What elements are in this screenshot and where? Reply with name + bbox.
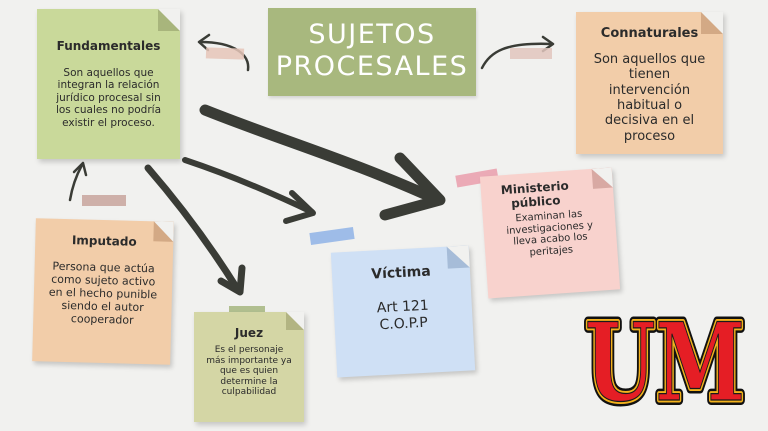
arrow-title-to-connaturales [480,42,554,70]
note-title-ministerio: Ministerio público [500,178,570,212]
logo-text-red: UM [585,300,745,414]
note-victima: Víctima Art 121 C.O.P.P [330,245,476,378]
tape-title-right [510,48,552,59]
tape-imputado [82,195,126,206]
arrow-head-victima [283,190,316,224]
note-body-connaturales: Son aquellos que tienen intervención hab… [593,52,706,144]
title-line-1: SUJETOS [308,19,436,50]
page-title: SUJETOS PROCESALES [268,8,476,96]
note-fold [701,12,723,34]
tape-title-left [205,47,245,60]
arrow-fundamentales-to-victima [182,157,315,215]
arrow-imputado-to-fundamentales [68,163,84,202]
note-title-fundamentales: Fundamentales [56,39,161,53]
note-fold [153,221,174,242]
arrow-fundamentales-to-juez [144,164,242,294]
note-fold [286,312,304,330]
note-fold [446,245,470,269]
arrow-fundamentales-to-ministerio [199,104,444,206]
note-title-connaturales: Connaturales [600,26,699,41]
note-connaturales: Connaturales Son aquellos que tienen int… [576,12,723,154]
note-imputado: Imputado Persona que actúa como sujeto a… [32,218,174,365]
logo-text-gold: UM [585,300,745,414]
arrow-head-juez [217,264,246,296]
note-body-imputado: Persona que actúa como sujeto activo en … [48,259,158,327]
note-body-ministerio: Examinan las investigaciones y lleva aca… [505,208,594,259]
note-fold [591,167,613,189]
title-line-2: PROCESALES [275,51,469,82]
note-fold [158,9,180,31]
note-title-juez: Juez [234,326,264,340]
note-body-juez: Es el personaje más importante ya que es… [206,345,292,398]
note-fundamentales: Fundamentales Son aquellos que integran … [37,9,180,159]
arrow-head-imputado [72,161,88,177]
logo-text-shadow: UM [585,300,745,414]
note-ministerio-publico: Ministerio público Examinan las investig… [479,167,621,299]
note-juez: Juez Es el personaje más importante ya q… [194,312,304,422]
arrow-head-title-left [197,33,211,52]
tape-juez [229,306,265,315]
um-logo: UM UM UM [580,296,750,414]
note-body-fundamentales: Son aquellos que integran la relación ju… [55,67,162,129]
arrow-head-ministerio [379,152,446,221]
